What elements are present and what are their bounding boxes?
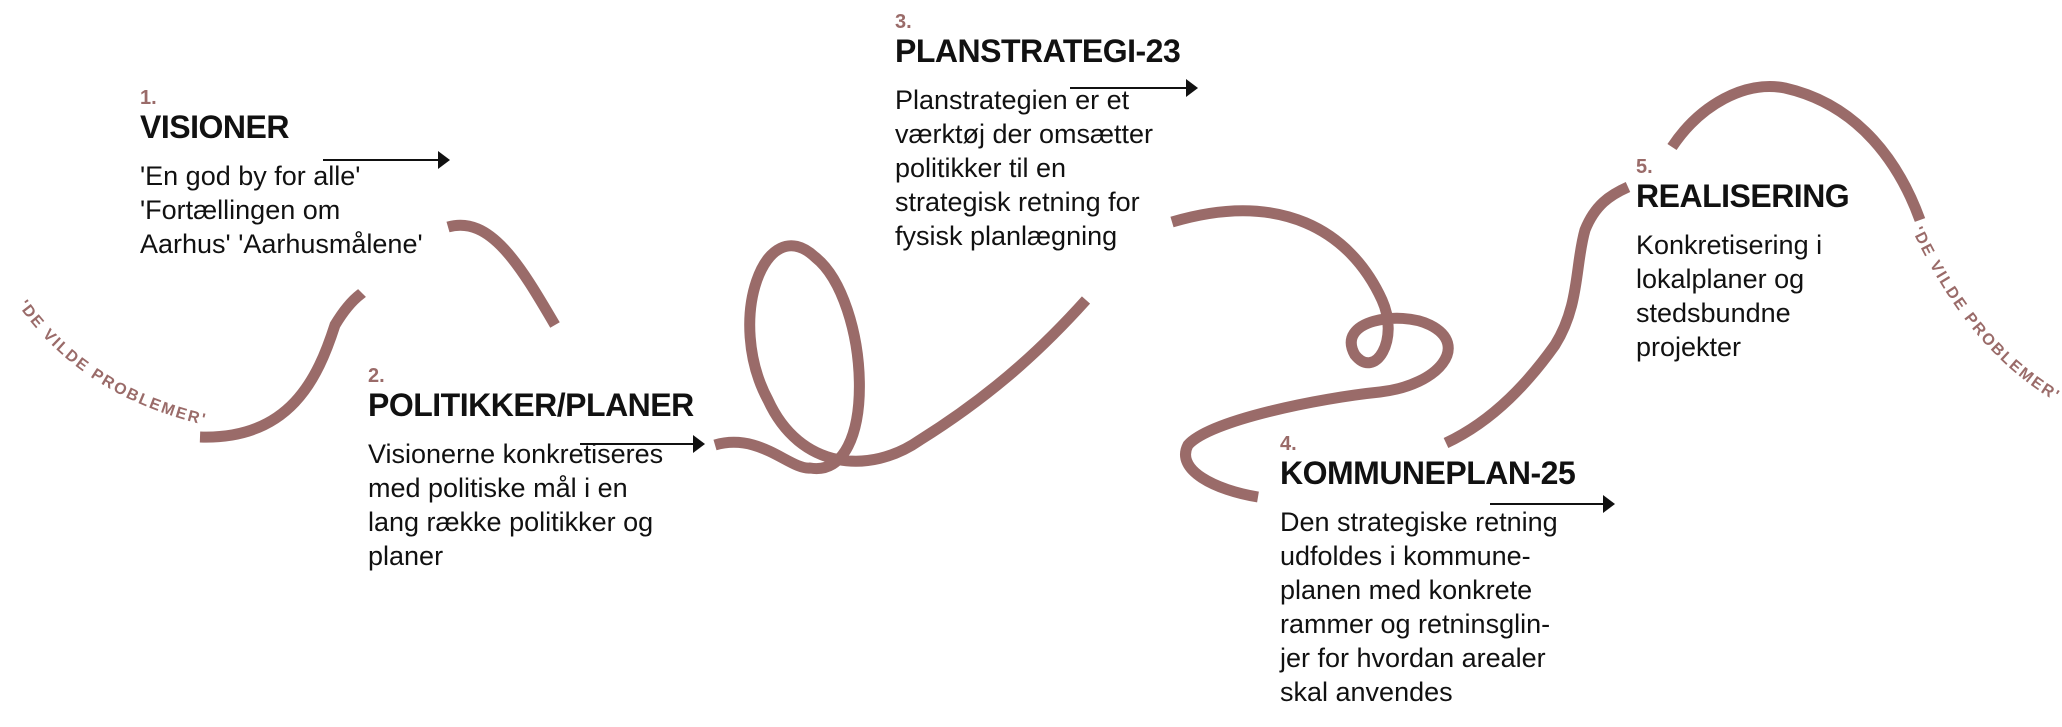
- step-2-politikker: 2. POLITIKKER/PLANER Visionerne konkreti…: [368, 366, 694, 573]
- step-description: Konkretisering i lokalplaner og stedsbun…: [1636, 230, 1823, 363]
- side-label-left-text: 'DE VILDE PROBLEMER': [15, 297, 209, 429]
- curve-segment-2: [446, 219, 560, 328]
- curve-segment-5: [1443, 181, 1631, 448]
- side-label-left: 'DE VILDE PROBLEMER': [15, 297, 209, 429]
- step-number: 2.: [368, 365, 385, 387]
- step-number: 3.: [895, 11, 912, 33]
- curve-segment-6: [1667, 81, 1926, 222]
- side-label-right: 'DE VILDE PROBLEMER': [1908, 224, 2062, 405]
- step-number: 4.: [1280, 433, 1297, 455]
- curve-segment-3: [713, 240, 1091, 474]
- step-5-realisering: 5. REALISERING Konkretisering i lokalpla…: [1636, 156, 1850, 364]
- step-number: 5.: [1636, 156, 1653, 178]
- curve-segment-4: [1170, 205, 1454, 503]
- step-title: VISIONER: [140, 109, 289, 145]
- step-number: 1.: [140, 87, 157, 109]
- step-3-planstrategi: 3. PLANSTRATEGI-23 Planstrategien er et …: [895, 11, 1181, 253]
- step-description: 'En god by for alle' 'Fortællingen om Aa…: [140, 161, 423, 260]
- step-4-kommuneplan: 4. KOMMUNEPLAN-25 Den strategiske retnin…: [1280, 433, 1576, 709]
- step-description: Den strategiske retning udfoldes i kommu…: [1280, 507, 1558, 708]
- arrow-icon: [1070, 79, 1198, 97]
- step-title: PLANSTRATEGI-23: [895, 33, 1181, 69]
- side-label-right-text: 'DE VILDE PROBLEMER': [1908, 224, 2062, 405]
- step-1-visioner: 1. VISIONER 'En god by for alle' 'Fortæl…: [140, 88, 423, 261]
- step-description: Planstrategien er et værktøj der omsætte…: [895, 85, 1154, 252]
- arrow-icon: [323, 151, 450, 169]
- curve-segment-1: [199, 288, 366, 443]
- step-description: Visionerne konkretiseres med politiske m…: [368, 439, 664, 572]
- step-title: KOMMUNEPLAN-25: [1280, 455, 1576, 491]
- step-title: POLITIKKER/PLANER: [368, 387, 694, 423]
- arrow-icon: [1490, 495, 1615, 513]
- step-title: REALISERING: [1636, 178, 1850, 214]
- arrow-icon: [580, 435, 705, 453]
